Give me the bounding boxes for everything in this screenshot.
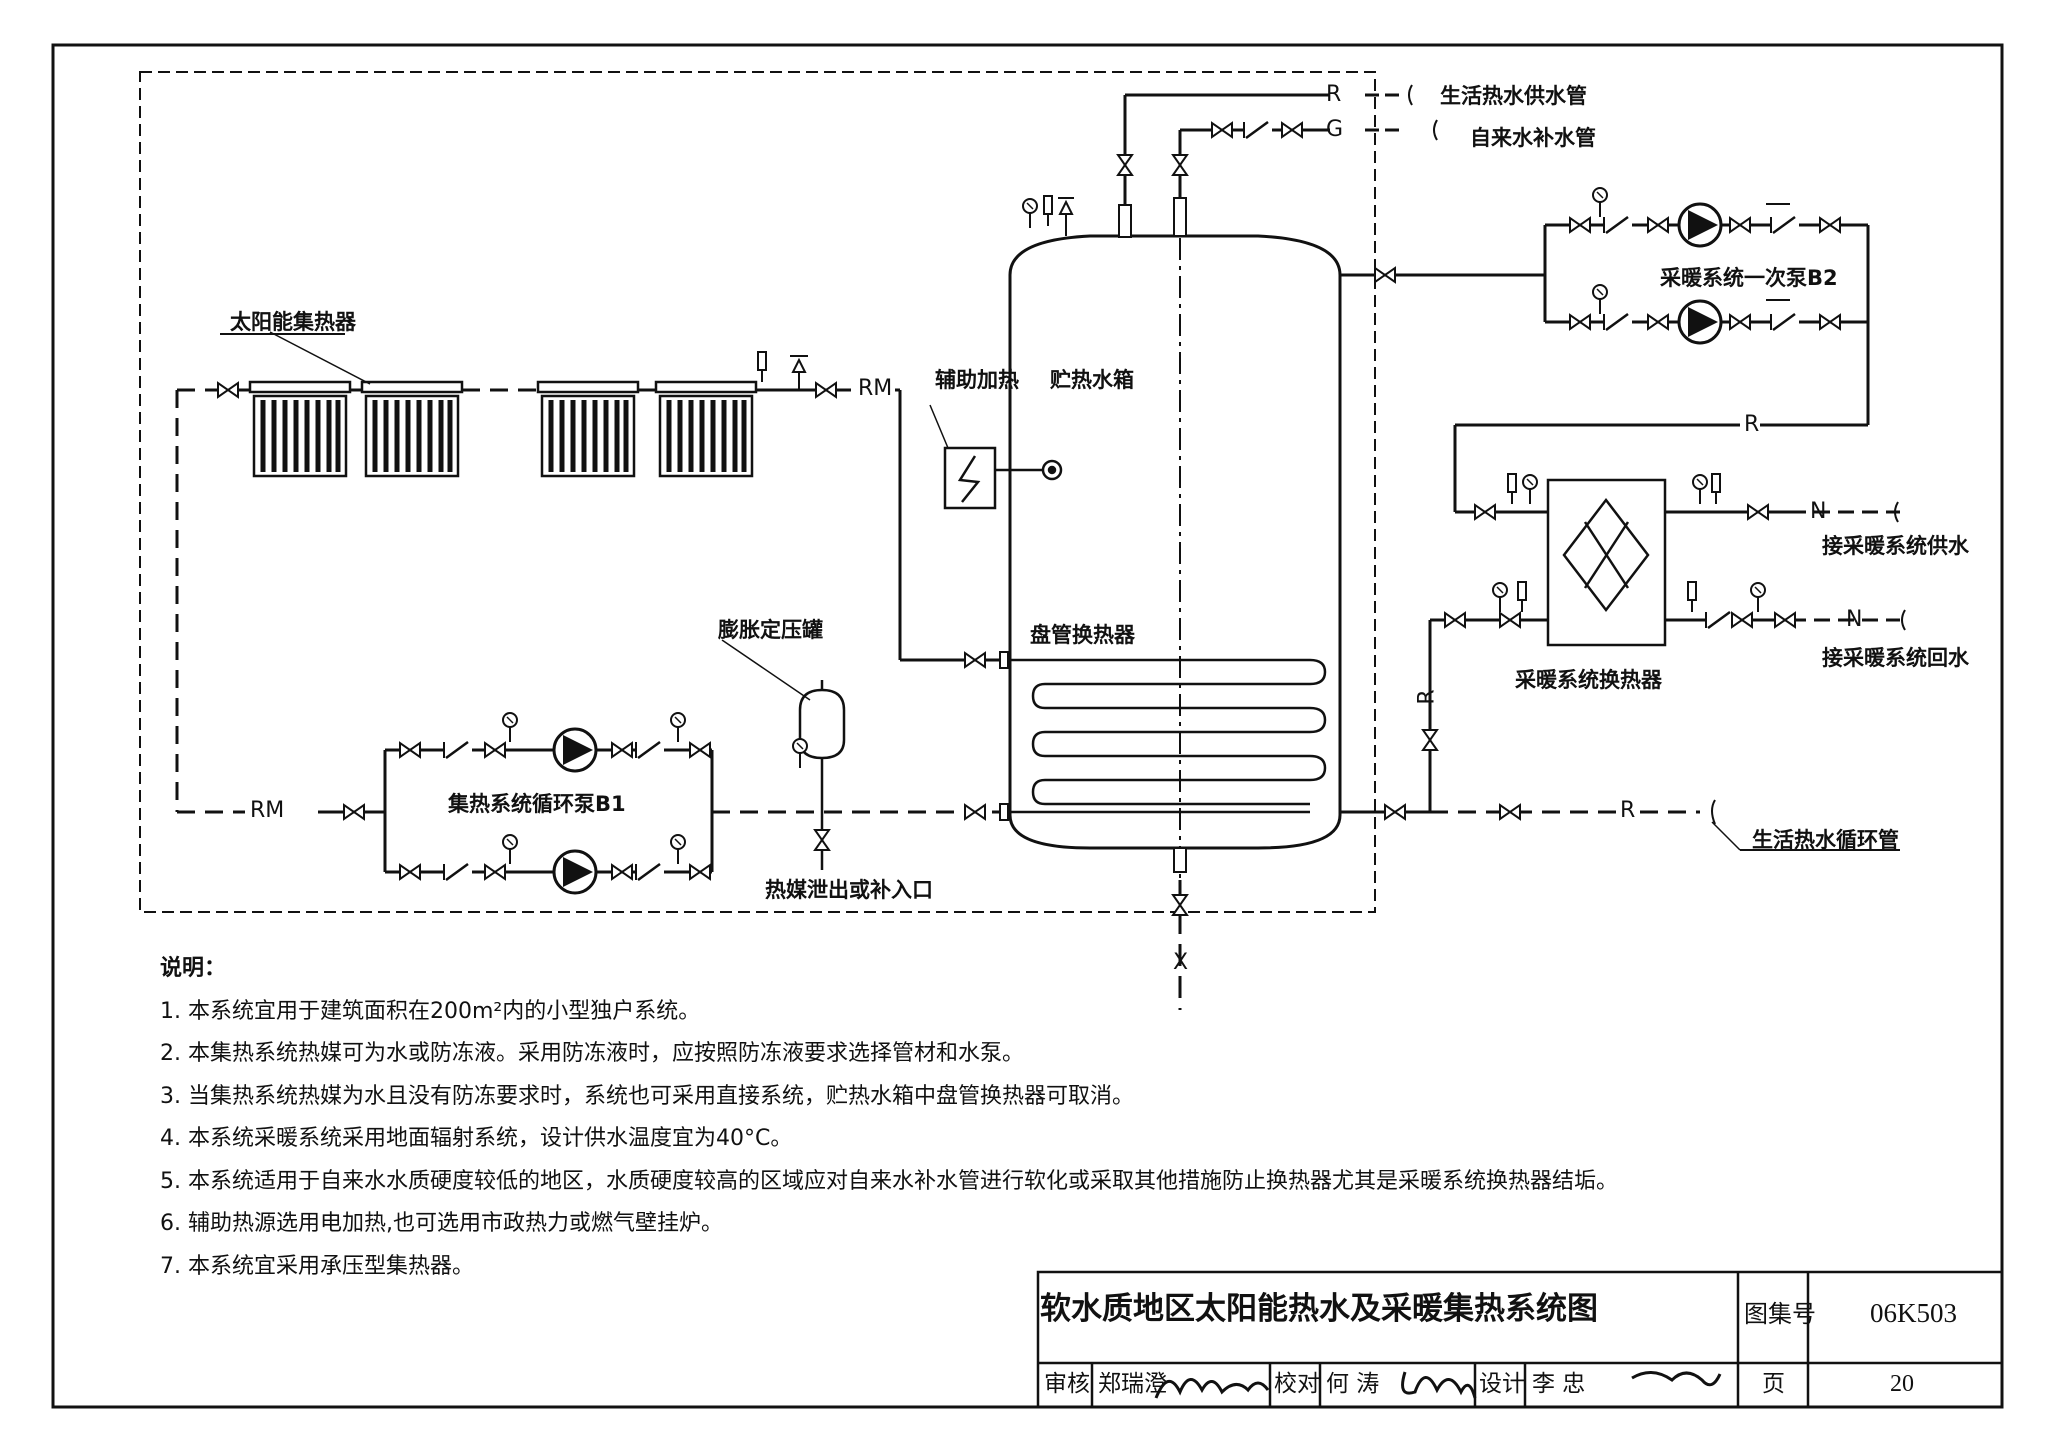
tag-g: G: [1326, 117, 1344, 142]
label-heat-supply: 接采暖系统供水: [1822, 534, 1969, 558]
label-expansion-tank: 膨胀定压罐: [718, 618, 823, 642]
note-item: 7. 本系统宜采用承压型集热器。: [160, 1253, 474, 1279]
atlas-number: 06K503: [1870, 1298, 1957, 1328]
signatures: [1154, 1371, 1722, 1399]
notes: 说明： 1. 本系统宜用于建筑面积在200m²内的小型独户系统。 2. 本集热系…: [160, 948, 1618, 1288]
tag-r-top: R: [1326, 82, 1342, 107]
label-drain: 热媒泄出或补入口: [765, 878, 933, 902]
notes-heading: 说明：: [160, 956, 227, 981]
tag-rm-bottom: RM: [250, 798, 285, 823]
label-city-water: 自来水补水管: [1470, 126, 1596, 150]
tank-top-pipes: [1123, 93, 1400, 236]
label-storage-tank: 贮热水箱: [1050, 368, 1134, 392]
design-label: 设计: [1479, 1371, 1525, 1397]
page-label: 页: [1762, 1371, 1785, 1397]
label-heat-return: 接采暖系统回水: [1822, 646, 1969, 670]
label-aux-heat: 辅助加热: [935, 368, 1019, 392]
label-solar-collector: 太阳能集热器: [230, 310, 356, 334]
tag-x: X: [1173, 950, 1189, 975]
label-heating-hx: 采暖系统换热器: [1515, 668, 1662, 692]
tag-r-vertical: R: [1414, 689, 1440, 705]
storage-tank: [1008, 234, 1342, 850]
page-number: 20: [1890, 1371, 1914, 1397]
reviewer-name: 郑瑞澄: [1098, 1371, 1167, 1397]
drawing-title: 软水质地区太阳能热水及采暖集热系统图: [1040, 1291, 1598, 1327]
label-coil-hx: 盘管换热器: [1030, 623, 1135, 647]
note-item: 2. 本集热系统热媒可为水或防冻液。采用防冻液时，应按照防冻液要求选择管材和水泵…: [160, 1041, 1024, 1066]
atlas-label: 图集号: [1744, 1300, 1816, 1328]
label-pump-b2: 采暖系统一次泵B2: [1660, 266, 1838, 290]
outer-frame: [51, 43, 2004, 1409]
title-block: [1036, 1270, 2004, 1409]
expansion-tank: [798, 680, 846, 870]
heating-heat-exchanger: [1546, 478, 1667, 647]
designer-name: 李 忠: [1532, 1371, 1586, 1397]
coil-heat-exchanger: [1005, 658, 1327, 814]
note-item: 1. 本系统宜用于建筑面积在200m²内的小型独户系统。: [160, 998, 701, 1024]
note-item: 3. 当集热系统热媒为水且没有防冻要求时，系统也可采用直接系统，贮热水箱中盘管换…: [160, 1083, 1134, 1109]
tag-n-supply: N: [1810, 499, 1827, 524]
system-boundary: [139, 71, 1376, 913]
tag-n-return: N: [1846, 607, 1863, 632]
check-label: 校对: [1274, 1371, 1320, 1397]
tag-r-circ: R: [1620, 798, 1636, 823]
label-hot-circ: 生活热水循环管: [1752, 828, 1899, 852]
review-label: 审核: [1044, 1371, 1090, 1397]
tag-r-right: R: [1744, 412, 1760, 437]
aux-heater: [929, 404, 1063, 510]
label-hot-supply: 生活热水供水管: [1440, 84, 1587, 108]
tag-rm-top: RM: [858, 376, 893, 401]
note-item: 4. 本系统采暖系统采用地面辐射系统，设计供水温度宜为40°C。: [160, 1126, 793, 1151]
note-item: 5. 本系统适用于自来水水质硬度较低的地区，水质硬度较高的区域应对自来水补水管进…: [160, 1168, 1618, 1194]
label-pump-b1: 集热系统循环泵B1: [448, 792, 626, 816]
note-item: 6. 辅助热源选用电加热,也可选用市政热力或燃气壁挂炉。: [160, 1211, 723, 1236]
checker-name: 何 涛: [1326, 1371, 1380, 1397]
solar-collectors: [250, 382, 756, 476]
